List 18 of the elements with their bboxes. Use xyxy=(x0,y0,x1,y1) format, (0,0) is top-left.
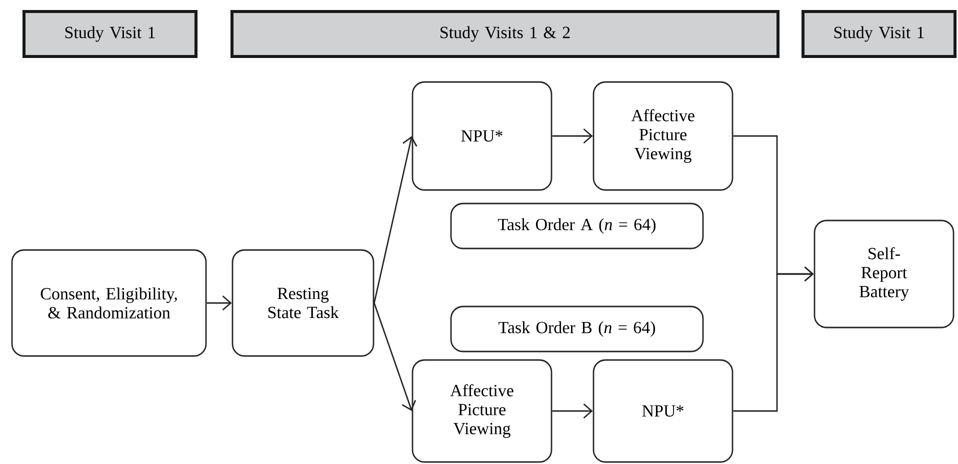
process-box: Resting State Task xyxy=(232,249,374,357)
arrow xyxy=(206,295,232,311)
process-box: Task Order B (n = 64) xyxy=(450,306,704,352)
arrow xyxy=(733,266,814,412)
process-box: Affective Picture Viewing xyxy=(592,81,734,191)
process-box: Task Order A (n = 64) xyxy=(450,202,704,250)
process-box: Self- Report Battery xyxy=(814,220,954,328)
arrow xyxy=(552,128,593,144)
process-box: Affective Picture Viewing xyxy=(412,359,552,463)
visit-banner: Study Visits 1 & 2 xyxy=(230,10,780,58)
process-box: Consent, Eligibility, & Randomization xyxy=(11,249,207,357)
process-box: NPU* xyxy=(412,81,552,191)
arrow xyxy=(552,403,593,419)
visit-banner: Study Visit 1 xyxy=(22,10,198,58)
arrow xyxy=(374,136,418,304)
visit-banner: Study Visit 1 xyxy=(802,10,956,58)
arrow xyxy=(374,302,416,411)
process-box: NPU* xyxy=(592,359,734,463)
